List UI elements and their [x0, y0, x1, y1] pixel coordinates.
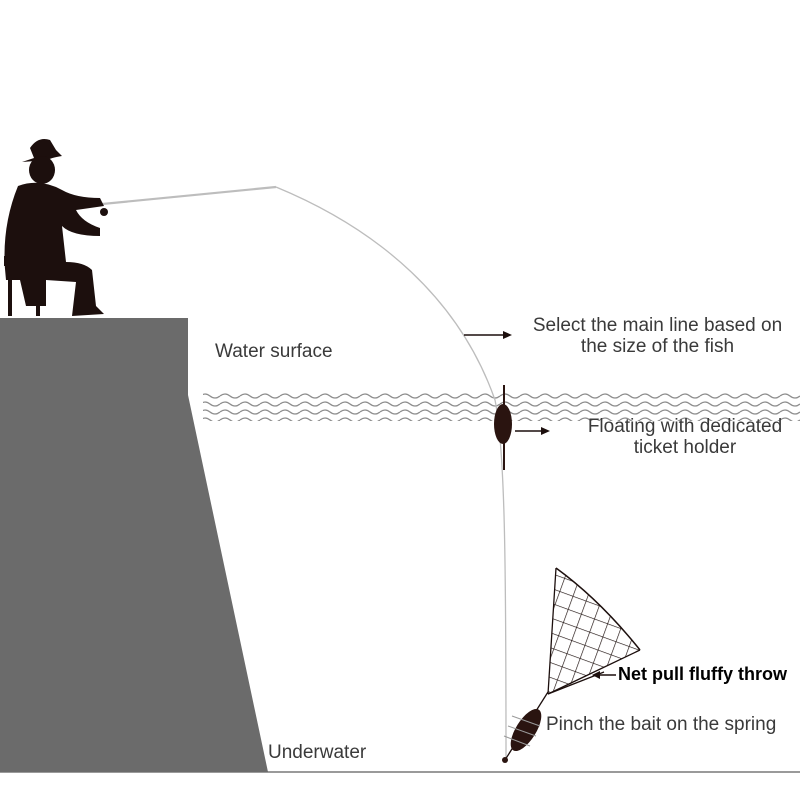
float-label-line-1: Floating with dedicated — [587, 416, 783, 437]
main-line-label-line-2: the size of the fish — [580, 336, 735, 357]
arrow-float — [515, 427, 550, 435]
fishing-rod — [91, 185, 277, 207]
bait-spring-icon — [502, 691, 549, 763]
underwater-label: Underwater — [268, 742, 367, 763]
float-label-line-2: ticket holder — [633, 437, 737, 458]
main-fishing-line — [275, 186, 507, 761]
arrow-main-line — [464, 331, 512, 339]
arrow-net — [592, 671, 616, 679]
main-line-label: Select the main line based on the size o… — [520, 315, 795, 357]
bait-label: Pinch the bait on the spring — [546, 714, 777, 735]
main-line-label-line-1: Select the main line based on — [532, 315, 783, 336]
net-label: Net pull fluffy throw — [618, 664, 787, 684]
float-label: Floating with dedicated ticket holder — [565, 416, 800, 458]
river-bank — [0, 318, 268, 772]
water-surface-label: Water surface — [215, 341, 333, 362]
angler-silhouette-icon — [4, 139, 108, 316]
fishing-float-icon — [494, 385, 512, 470]
